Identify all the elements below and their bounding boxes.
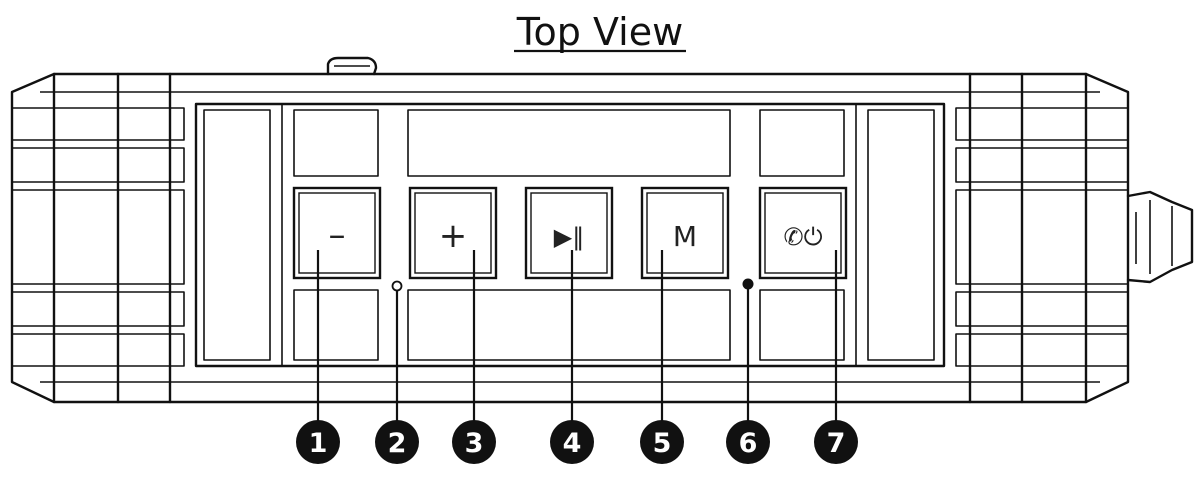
callout-5: 5 [640, 420, 684, 464]
svg-text:1: 1 [309, 428, 328, 459]
leader-lines [316, 250, 838, 422]
plus-icon: + [439, 216, 468, 256]
play-pause-icon: ▶‖ [554, 223, 584, 251]
callout-3: 3 [452, 420, 496, 464]
svg-text:2: 2 [388, 428, 407, 459]
svg-text:4: 4 [563, 428, 582, 459]
callout-1: 1 [296, 420, 340, 464]
left-end-cap [12, 72, 185, 404]
minus-icon: – [329, 215, 346, 255]
mode-icon: M [673, 220, 697, 253]
right-end-cap [955, 72, 1128, 404]
strap-clip [326, 56, 378, 76]
microphone-hole [391, 280, 403, 292]
svg-text:6: 6 [739, 428, 758, 459]
side-connector [1126, 190, 1194, 284]
mode-button[interactable]: M [640, 186, 730, 280]
volume-up-button[interactable]: + [408, 186, 498, 280]
callout-4: 4 [550, 420, 594, 464]
call-power-button[interactable]: ✆⏻ [758, 186, 848, 280]
svg-text:3: 3 [465, 428, 484, 459]
play-pause-button[interactable]: ▶‖ [524, 186, 614, 280]
led-indicator [742, 278, 754, 290]
svg-text:5: 5 [653, 428, 672, 459]
volume-down-button[interactable]: – [292, 186, 382, 280]
callout-6: 6 [726, 420, 770, 464]
call-power-icon: ✆⏻ [783, 223, 822, 251]
page-title: Top View [516, 10, 683, 54]
callout-2: 2 [375, 420, 419, 464]
center-panel [194, 102, 946, 368]
callout-7: 7 [814, 420, 858, 464]
svg-text:7: 7 [827, 428, 846, 459]
